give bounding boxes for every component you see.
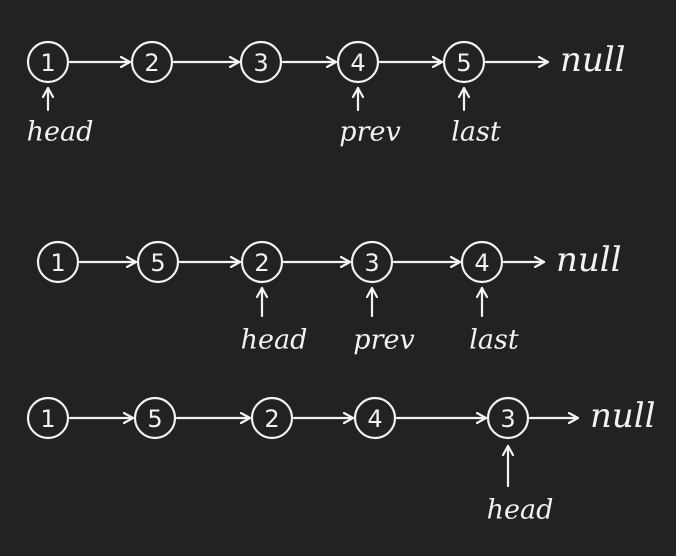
pointer-last: last xyxy=(451,86,501,148)
node-circle xyxy=(442,40,486,84)
pointer-label: prev xyxy=(353,325,414,356)
list-node: 3 xyxy=(239,40,283,84)
list-node: 3 xyxy=(486,396,530,440)
node-value: 5 xyxy=(147,405,162,433)
pointer-label: prev xyxy=(339,117,400,148)
pointer-label: head xyxy=(487,495,554,526)
list-node: 2 xyxy=(250,396,294,440)
null-terminal: null xyxy=(556,240,622,280)
node-circle xyxy=(130,40,174,84)
node-circle xyxy=(350,240,394,284)
pointer-prev: prev xyxy=(339,86,401,148)
list-node: 5 xyxy=(136,240,180,284)
list-node: 1 xyxy=(26,396,70,440)
node-circle xyxy=(240,240,284,284)
list-node: 3 xyxy=(350,240,394,284)
node-circle xyxy=(136,240,180,284)
node-circle xyxy=(239,40,283,84)
list-node: 4 xyxy=(336,40,380,84)
list-row-2: 1 5 2 3 4 null head prev last xyxy=(36,240,622,356)
node-circle xyxy=(336,40,380,84)
list-node: 1 xyxy=(26,40,70,84)
node-circle xyxy=(26,40,70,84)
list-node: 4 xyxy=(460,240,504,284)
list-node: 5 xyxy=(133,396,177,440)
pointer-label: last xyxy=(469,325,519,356)
node-value: 5 xyxy=(456,49,471,77)
pointer-head: head xyxy=(241,286,308,356)
node-circle xyxy=(250,396,294,440)
list-node: 2 xyxy=(130,40,174,84)
node-value: 1 xyxy=(50,249,65,277)
pointer-label: head xyxy=(27,117,94,148)
list-row-1: 1 2 3 4 5 null head prev last xyxy=(27,40,626,148)
pointer-label: last xyxy=(451,117,501,148)
node-value: 2 xyxy=(254,249,269,277)
list-node: 5 xyxy=(442,40,486,84)
node-circle xyxy=(36,240,80,284)
null-terminal: null xyxy=(560,40,626,80)
node-circle xyxy=(26,396,70,440)
list-node: 2 xyxy=(240,240,284,284)
node-value: 4 xyxy=(474,249,489,277)
list-row-3: 1 5 2 4 3 null head xyxy=(26,396,656,526)
node-value: 4 xyxy=(350,49,365,77)
node-circle xyxy=(133,396,177,440)
pointer-prev: prev xyxy=(353,286,415,356)
node-value: 3 xyxy=(364,249,379,277)
null-terminal: null xyxy=(590,396,656,436)
pointer-head: head xyxy=(487,444,554,526)
pointer-head: head xyxy=(27,86,94,148)
node-value: 4 xyxy=(367,405,382,433)
node-value: 2 xyxy=(264,405,279,433)
node-value: 1 xyxy=(40,405,55,433)
node-value: 2 xyxy=(144,49,159,77)
node-circle xyxy=(353,396,397,440)
pointer-last: last xyxy=(469,286,519,356)
node-value: 5 xyxy=(150,249,165,277)
pointer-label: head xyxy=(241,325,308,356)
node-value: 3 xyxy=(253,49,268,77)
list-node: 4 xyxy=(353,396,397,440)
node-circle xyxy=(460,240,504,284)
node-value: 3 xyxy=(500,405,515,433)
node-circle xyxy=(486,396,530,440)
node-value: 1 xyxy=(40,49,55,77)
list-node: 1 xyxy=(36,240,80,284)
